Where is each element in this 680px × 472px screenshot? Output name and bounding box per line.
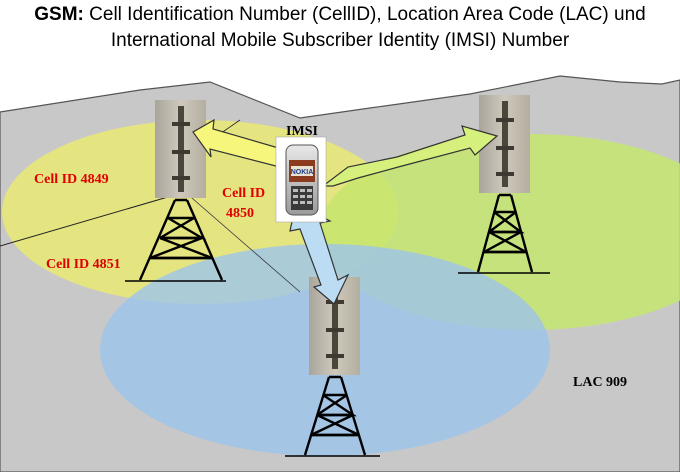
cell-id-4849-label: Cell ID 4849 (34, 172, 109, 187)
cell-id-4850-label-line2: 4850 (226, 206, 254, 221)
cell-id-4850-label-line1: Cell ID (222, 186, 265, 201)
arrow-to-bottom-tower (289, 202, 350, 305)
phone-brand-text: NOKIA (291, 169, 314, 176)
mobile-phone: NOKIA (275, 136, 327, 223)
cell-id-4851-label: Cell ID 4851 (46, 257, 121, 272)
title-prefix: GSM: (34, 4, 84, 25)
sector-line (184, 191, 301, 293)
imsi-label: IMSI (286, 124, 318, 139)
title-text: Cell Identification Number (CellID), Loc… (89, 4, 646, 51)
cell-tower-left (125, 100, 226, 282)
arrow-to-right-tower (321, 125, 499, 187)
lac-label: LAC 909 (573, 375, 627, 390)
sector-line (0, 191, 186, 247)
diagram-title: GSM: Cell Identification Number (CellID)… (0, 2, 680, 54)
